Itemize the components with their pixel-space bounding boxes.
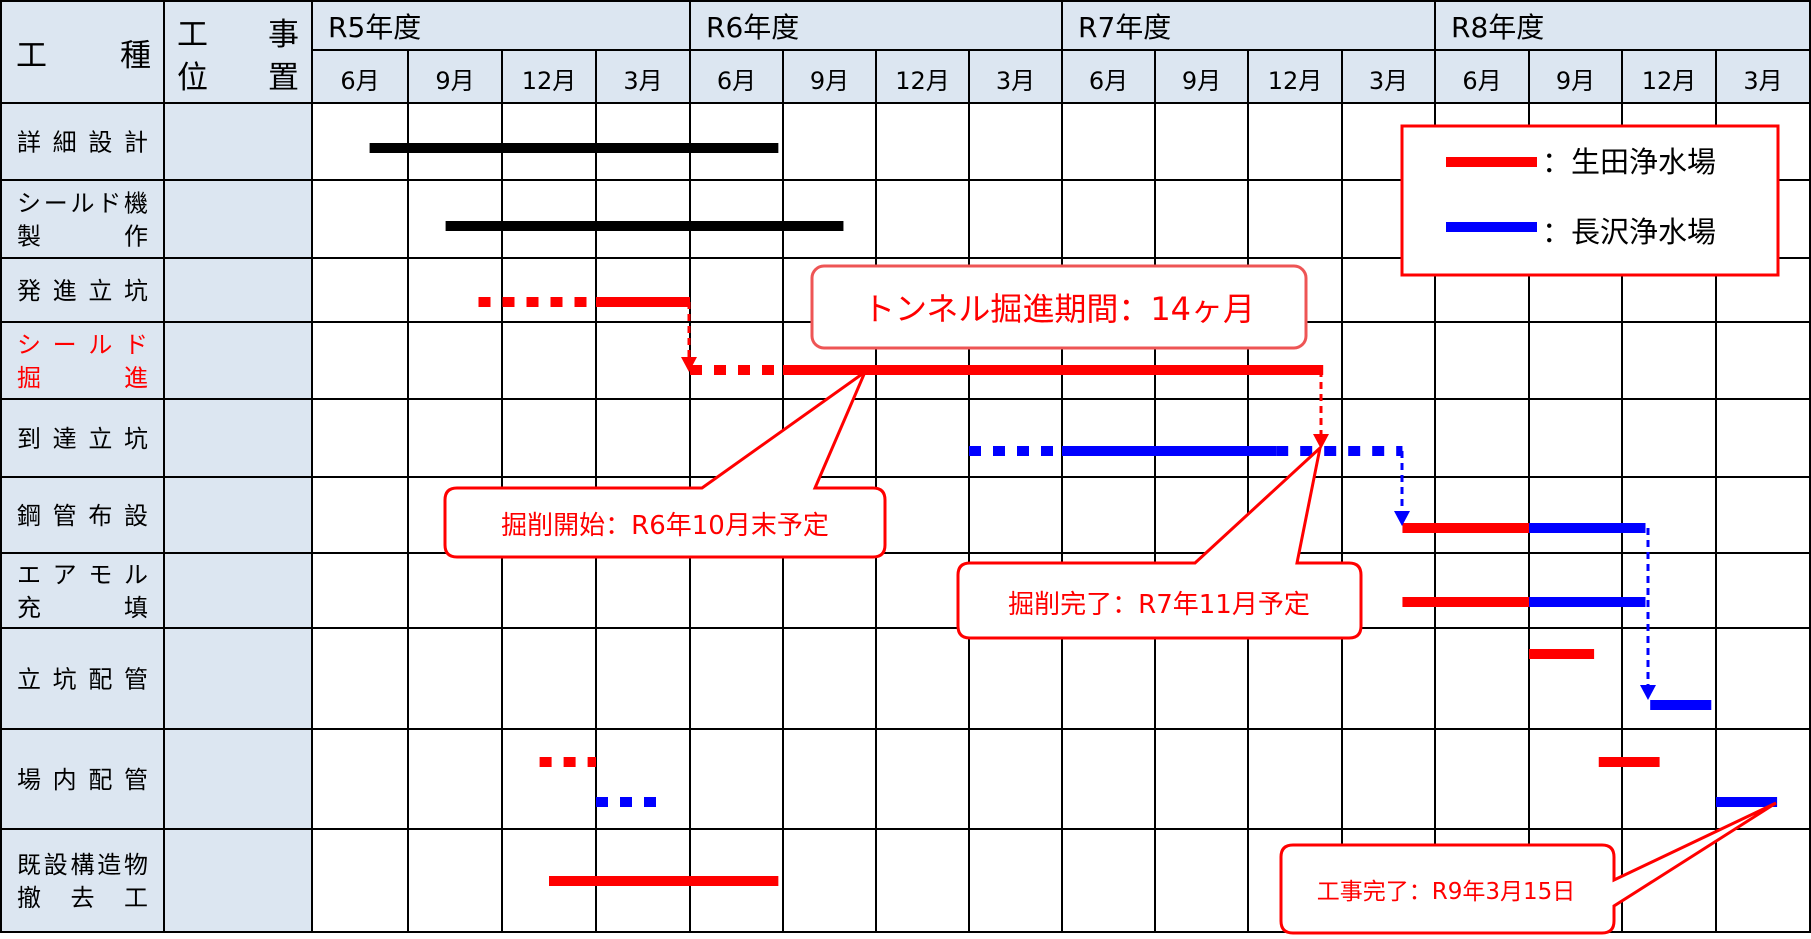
month-label: 3月: [1369, 67, 1408, 95]
callout-completion-text: 工事完了：R9年3月15日: [1317, 879, 1576, 905]
month-label: 6月: [1462, 67, 1501, 95]
type-header-char-2: 種: [120, 38, 151, 74]
month-label: 6月: [717, 67, 756, 95]
year-label: R5年度: [328, 11, 421, 44]
year-label: R7年度: [1078, 11, 1171, 44]
location-header-char-4: 置: [268, 60, 299, 96]
month-label: 6月: [1089, 67, 1128, 95]
callout-excavation-start: 掘削開始：R6年10月末予定: [443, 367, 887, 559]
callout-excavation-end-text: 掘削完了：R7年11月予定: [1008, 590, 1310, 620]
month-label: 3月: [623, 67, 662, 95]
month-label: 12月: [895, 67, 950, 95]
month-label: 3月: [1743, 67, 1782, 95]
location-header-char-1: 工: [177, 17, 208, 53]
type-header-char-1: 工: [16, 38, 47, 74]
month-label: 12月: [1642, 67, 1697, 95]
legend-label-ikuta: ：生田浄水場: [1542, 145, 1716, 179]
legend: ：生田浄水場 ：長沢浄水場: [1400, 124, 1780, 277]
arrowhead-nagasawa-2: [1640, 685, 1656, 700]
month-label: 12月: [1268, 67, 1323, 95]
callout-tunnel-period-text: トンネル掘進期間：14ヶ月: [863, 290, 1255, 328]
arrowhead-nagasawa-1: [1394, 511, 1410, 526]
header-background: [1, 1, 1810, 103]
row-label: シールド機: [17, 190, 148, 218]
legend-label-nagasawa: ：長沢浄水場: [1542, 215, 1716, 249]
row-label: 既設構造物: [17, 851, 148, 879]
location-header-char-2: 事: [268, 17, 299, 53]
arrowhead-ikuta-1: [681, 357, 697, 372]
month-label: 9月: [1556, 67, 1595, 95]
callout-completion: 工事完了：R9年3月15日: [1279, 801, 1777, 935]
location-header-char-3: 位: [177, 60, 208, 96]
callout-tunnel-period: トンネル掘進期間：14ヶ月: [810, 264, 1308, 350]
callout-excavation-end: 掘削完了：R7年11月予定: [956, 443, 1363, 640]
year-label: R6年度: [706, 11, 799, 44]
row-label: 撤去工: [17, 884, 148, 912]
month-label: 9月: [1182, 67, 1221, 95]
month-label: 9月: [435, 67, 474, 95]
connector-arrows: [681, 302, 1656, 700]
month-label: 12月: [522, 67, 577, 95]
month-label: 9月: [810, 67, 849, 95]
arrowhead-ikuta-2: [1313, 434, 1329, 449]
year-label: R8年度: [1451, 11, 1544, 44]
month-label: 6月: [340, 67, 379, 95]
row-label-background: [1, 103, 312, 932]
month-label: 3月: [996, 67, 1035, 95]
callout-excavation-start-text: 掘削開始：R6年10月末予定: [501, 511, 829, 541]
